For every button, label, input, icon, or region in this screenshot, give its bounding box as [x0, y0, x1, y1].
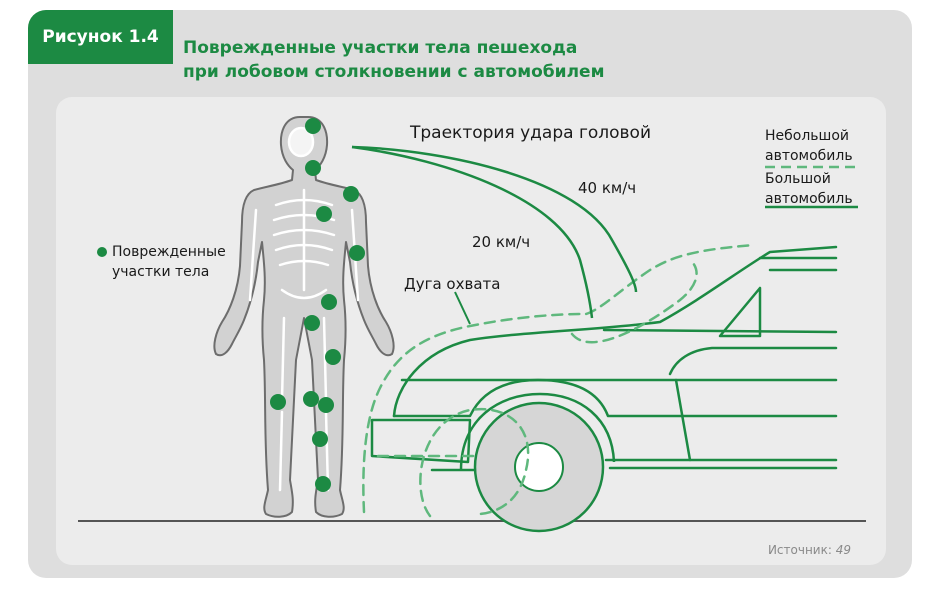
- source-note: Источник: 49: [768, 543, 851, 557]
- speed-20-label: 20 км/ч: [472, 233, 531, 251]
- wrap-arc-pointer: [454, 291, 471, 325]
- figure-title: Поврежденные участки тела пешехода при л…: [183, 36, 604, 84]
- trajectory-20kmh: [351, 145, 594, 319]
- legend-large-car-line-1: Большой: [765, 171, 831, 187]
- front-wheel: [459, 392, 616, 533]
- small-car: [362, 243, 756, 518]
- injury-dot-arm: [349, 245, 365, 261]
- injury-dot-knee-right: [318, 397, 334, 413]
- figure-title-line-1: Поврежденные участки тела пешехода: [183, 38, 578, 58]
- legend-small-car-line-2: автомобиль: [765, 148, 853, 164]
- injury-dot-shin: [312, 431, 328, 447]
- trajectory-40kmh: [351, 145, 638, 293]
- body-legend-line-1: Поврежденные: [112, 244, 226, 260]
- figure-number: Рисунок 1.4: [28, 10, 173, 64]
- figure-title-line-2: при лобовом столкновении с автомобилем: [183, 62, 605, 82]
- large-car: [370, 245, 838, 472]
- injury-dot-shoulder: [343, 186, 359, 202]
- body-legend-line-2: участки тела: [112, 264, 210, 280]
- source-value: 49: [835, 543, 851, 557]
- injury-dot-knee-center: [303, 391, 319, 407]
- injury-dot-knee-left: [270, 394, 286, 410]
- body-legend-dot: [97, 247, 107, 257]
- injury-dot-pelvis: [321, 294, 337, 310]
- legend-small-car: Небольшой автомобиль: [765, 126, 853, 166]
- injury-dot-neck: [305, 160, 321, 176]
- wrap-arc-label: Дуга охвата: [404, 275, 501, 293]
- source-label: Источник:: [767, 543, 832, 557]
- injury-dot-thigh: [325, 349, 341, 365]
- legend-large-car: Большой автомобиль: [765, 169, 853, 209]
- legend-large-car-line-2: автомобиль: [765, 191, 853, 207]
- pedestrian-figure: [213, 116, 395, 518]
- injury-dot-hip: [304, 315, 320, 331]
- head-trajectories: [351, 145, 638, 319]
- injury-dot-ankle: [315, 476, 331, 492]
- injury-dot-chest: [316, 206, 332, 222]
- injury-dot-head: [305, 118, 321, 134]
- speed-40-label: 40 км/ч: [578, 179, 637, 197]
- injury-markers: [270, 118, 365, 492]
- head-trajectory-label: Траектория удара головой: [410, 123, 652, 143]
- legend-small-car-line-1: Небольшой: [765, 128, 850, 144]
- body-legend-label: Поврежденные участки тела: [112, 242, 226, 282]
